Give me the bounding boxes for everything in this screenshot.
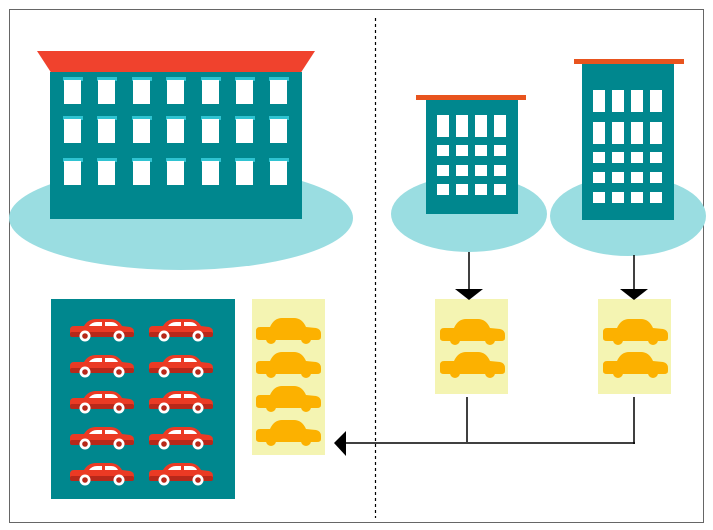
big-building-window xyxy=(202,161,219,185)
building-a-window xyxy=(494,145,506,156)
big-building-window-sill xyxy=(132,77,152,81)
building-b-window xyxy=(612,172,624,183)
big-building-window xyxy=(64,80,81,104)
building-a-window xyxy=(437,184,449,195)
big-building-window-sill xyxy=(166,158,186,162)
big-building-window-sill xyxy=(166,77,186,81)
big-building-window-sill xyxy=(269,77,289,81)
building-b-window xyxy=(612,152,624,163)
big-building-window-sill xyxy=(269,158,289,162)
big-building-window xyxy=(98,80,115,104)
building-b-window xyxy=(650,122,662,144)
building-a-roof xyxy=(416,95,526,100)
building-b-window xyxy=(650,192,662,203)
building-a-window xyxy=(456,184,468,195)
big-building-window xyxy=(270,80,287,104)
building-b-window xyxy=(593,122,605,144)
big-building-window-sill xyxy=(201,158,221,162)
building-b-window xyxy=(612,90,624,112)
big-building-window xyxy=(133,80,150,104)
big-building-window-sill xyxy=(235,158,255,162)
building-b-window xyxy=(593,192,605,203)
building-b-roof xyxy=(574,59,684,64)
big-building-window xyxy=(167,80,184,104)
building-a-window xyxy=(494,165,506,176)
building-a-window xyxy=(494,184,506,195)
big-building-window xyxy=(236,119,253,143)
big-building-window-sill xyxy=(63,158,83,162)
big-building-window-sill xyxy=(132,116,152,120)
building-b-window xyxy=(593,90,605,112)
building-a-window xyxy=(475,115,487,137)
building-b-window xyxy=(593,152,605,163)
building-b-parking-lot xyxy=(598,299,671,394)
building-a-window xyxy=(437,145,449,156)
arrow-head-icon xyxy=(620,289,648,300)
big-building-window-sill xyxy=(97,158,117,162)
arrow-head-icon xyxy=(334,431,346,456)
big-building-window-sill xyxy=(235,116,255,120)
big-building-window xyxy=(133,119,150,143)
big-building-window-sill xyxy=(63,77,83,81)
big-building-window xyxy=(270,161,287,185)
building-a-window xyxy=(494,115,506,137)
building-a-window xyxy=(475,184,487,195)
building-b-window xyxy=(631,192,643,203)
building-b-window xyxy=(593,172,605,183)
big-building-window xyxy=(270,119,287,143)
building-a-window xyxy=(437,115,449,137)
diagram-frame xyxy=(9,9,704,523)
building-a-window xyxy=(456,145,468,156)
building-b-window xyxy=(650,152,662,163)
building-b-window xyxy=(631,152,643,163)
big-building-window-sill xyxy=(97,116,117,120)
building-a-window xyxy=(475,165,487,176)
big-building-window xyxy=(133,161,150,185)
big-building-window xyxy=(202,119,219,143)
building-b-window xyxy=(650,90,662,112)
big-building-window xyxy=(167,119,184,143)
building-a-window xyxy=(437,165,449,176)
building-b-window xyxy=(631,122,643,144)
building-b-window xyxy=(650,172,662,183)
building-a-window xyxy=(475,145,487,156)
big-building-window xyxy=(236,161,253,185)
big-building-window xyxy=(167,161,184,185)
big-building-window-sill xyxy=(166,116,186,120)
big-building-window-sill xyxy=(97,77,117,81)
building-b-window xyxy=(612,122,624,144)
building-a-window xyxy=(456,165,468,176)
big-building-window-sill xyxy=(201,116,221,120)
big-building-window-sill xyxy=(63,116,83,120)
big-building-window xyxy=(98,161,115,185)
building-b-window xyxy=(612,192,624,203)
building-b-window xyxy=(631,172,643,183)
big-building-window xyxy=(202,80,219,104)
big-building-window xyxy=(236,80,253,104)
big-building-window-sill xyxy=(235,77,255,81)
building-a-parking-lot xyxy=(435,299,508,394)
arrow-head-icon xyxy=(455,289,483,300)
big-building-window-sill xyxy=(269,116,289,120)
building-a-window xyxy=(456,115,468,137)
building-b-window xyxy=(631,90,643,112)
big-building-window xyxy=(64,119,81,143)
big-building-window-sill xyxy=(201,77,221,81)
big-building-window xyxy=(98,119,115,143)
big-building-window-sill xyxy=(132,158,152,162)
big-building-window xyxy=(64,161,81,185)
big-building-roof xyxy=(37,51,315,74)
